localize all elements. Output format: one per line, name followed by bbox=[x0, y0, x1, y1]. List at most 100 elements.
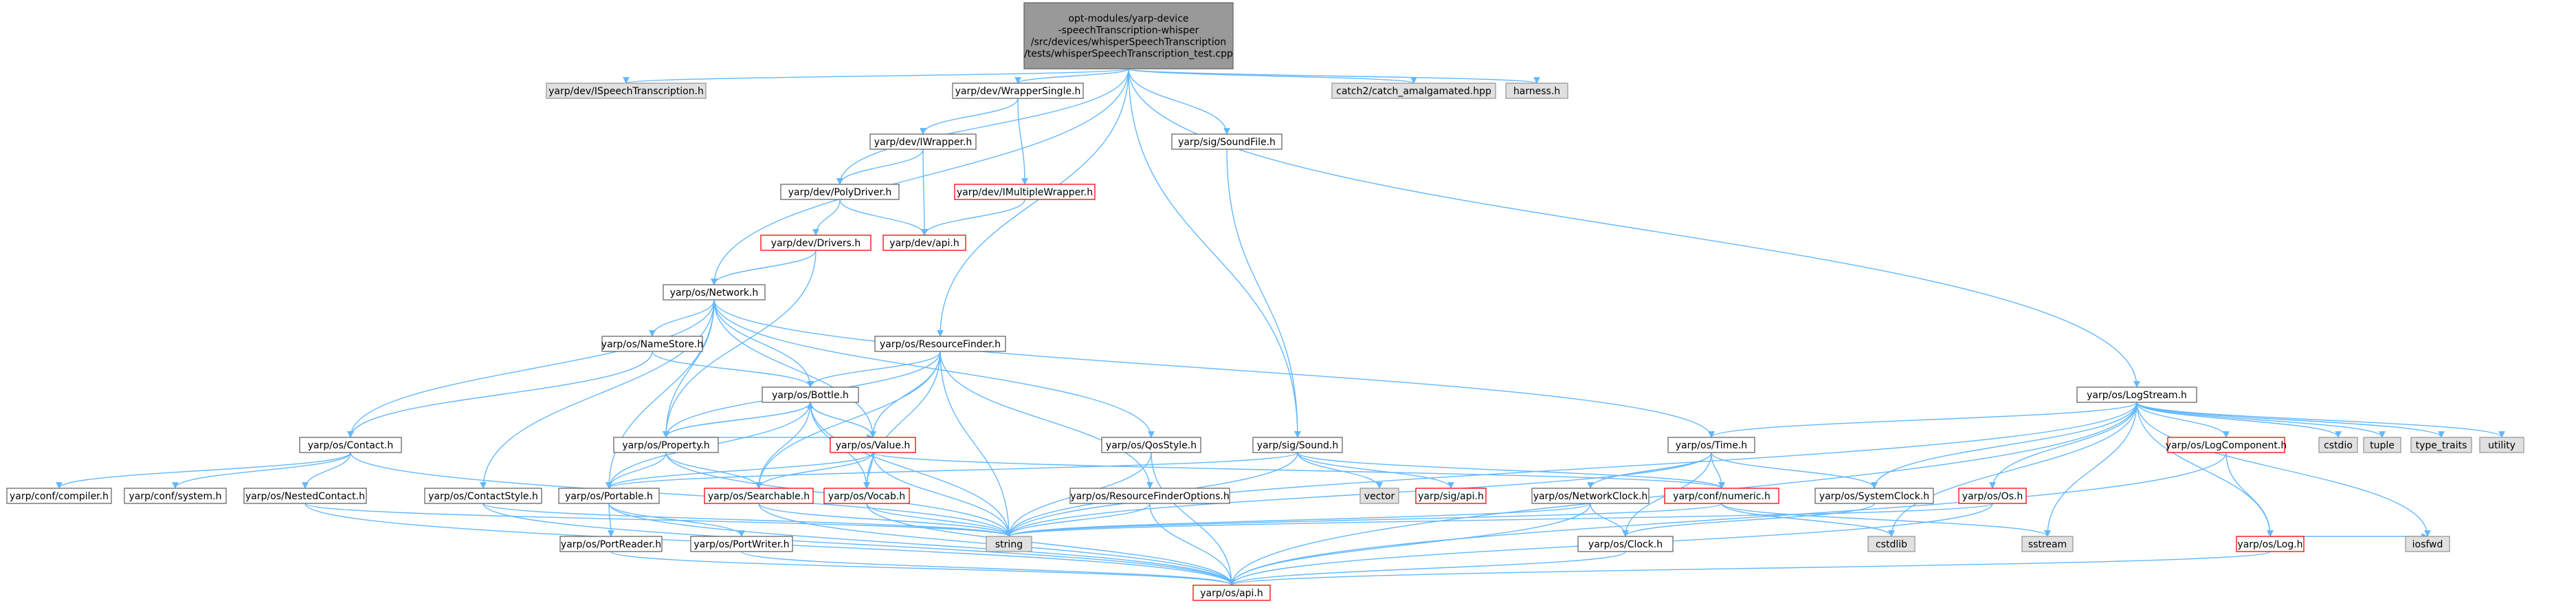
node-logStream[interactable]: yarp/os/LogStream.h bbox=[2076, 386, 2197, 403]
node-iMultiple[interactable]: yarp/dev/IMultipleWrapper.h bbox=[954, 184, 1096, 200]
node-box bbox=[952, 83, 1084, 99]
node-contactStyle[interactable]: yarp/os/ContactStyle.h bbox=[424, 488, 542, 504]
node-compiler[interactable]: yarp/conf/compiler.h bbox=[6, 488, 112, 504]
node-label: yarp/os/Contact.h bbox=[308, 440, 394, 451]
node-vector[interactable]: vector bbox=[1359, 488, 1399, 504]
node-box bbox=[2167, 437, 2285, 453]
node-box bbox=[1505, 83, 1568, 99]
node-systemClock[interactable]: yarp/os/SystemClock.h bbox=[1814, 488, 1934, 504]
node-box bbox=[299, 437, 402, 453]
node-label: -speechTranscription-whisper bbox=[1058, 25, 1199, 36]
node-iosfwd[interactable]: iosfwd bbox=[2405, 536, 2450, 552]
node-networkClock[interactable]: yarp/os/NetworkClock.h bbox=[1531, 488, 1650, 504]
node-cstdio[interactable]: cstdio bbox=[2318, 437, 2358, 453]
include-edge bbox=[663, 250, 817, 438]
include-edge bbox=[1721, 503, 1895, 537]
node-utility[interactable]: utility bbox=[2479, 437, 2524, 453]
node-portReader[interactable]: yarp/os/PortReader.h bbox=[559, 536, 663, 552]
node-iSpeech[interactable]: yarp/dev/ISpeechTranscription.h bbox=[546, 83, 707, 99]
node-label: yarp/os/ContactStyle.h bbox=[428, 491, 538, 502]
node-catch2[interactable]: catch2/catch_amalgamated.hpp bbox=[1331, 83, 1496, 99]
node-iWrapper[interactable]: yarp/dev/IWrapper.h bbox=[869, 133, 977, 150]
include-edge bbox=[1128, 68, 1301, 438]
node-tuple[interactable]: tuple bbox=[2363, 437, 2401, 453]
node-nestedContact[interactable]: yarp/os/NestedContact.h bbox=[243, 488, 367, 504]
node-osLog[interactable]: yarp/os/Log.h bbox=[2236, 536, 2305, 552]
node-vocab[interactable]: yarp/os/Vocab.h bbox=[823, 488, 910, 504]
node-nameStore[interactable]: yarp/os/NameStore.h bbox=[601, 336, 703, 352]
node-contact[interactable]: yarp/os/Contact.h bbox=[299, 437, 402, 453]
node-label: yarp/os/Log.h bbox=[2237, 539, 2302, 550]
include-edge bbox=[1228, 551, 1626, 586]
node-numeric[interactable]: yarp/conf/numeric.h bbox=[1664, 488, 1779, 504]
node-harness[interactable]: harness.h bbox=[1505, 83, 1568, 99]
include-edge bbox=[1711, 452, 1725, 489]
include-edge bbox=[1006, 503, 1993, 537]
node-network[interactable]: yarp/os/Network.h bbox=[663, 284, 766, 301]
node-label: iosfwd bbox=[2412, 539, 2443, 550]
node-box bbox=[954, 184, 1096, 200]
node-typeTraits[interactable]: type_traits bbox=[2410, 437, 2472, 453]
include-edge bbox=[1226, 149, 1301, 438]
node-box bbox=[869, 133, 977, 150]
node-label: yarp/os/PortWriter.h bbox=[693, 539, 789, 550]
node-wrapperSingle[interactable]: yarp/dev/WrapperSingle.h bbox=[952, 83, 1084, 99]
node-box bbox=[760, 235, 871, 251]
include-edge bbox=[807, 351, 941, 388]
include-edge bbox=[1721, 503, 2051, 537]
include-edge bbox=[1017, 98, 1028, 185]
node-box bbox=[243, 488, 367, 504]
node-box bbox=[1171, 133, 1283, 150]
include-edge bbox=[1006, 503, 1591, 537]
node-portWriter[interactable]: yarp/os/PortWriter.h bbox=[690, 536, 793, 552]
node-soundFile[interactable]: yarp/sig/SoundFile.h bbox=[1171, 133, 1283, 150]
node-devApi[interactable]: yarp/dev/api.h bbox=[882, 235, 966, 251]
node-label: yarp/os/PortReader.h bbox=[561, 539, 661, 550]
node-label: yarp/dev/WrapperSingle.h bbox=[955, 86, 1081, 97]
node-sigApi[interactable]: yarp/sig/api.h bbox=[1415, 488, 1487, 504]
node-sstream[interactable]: sstream bbox=[2021, 536, 2074, 552]
node-portable[interactable]: yarp/os/Portable.h bbox=[558, 488, 660, 504]
node-logComponent[interactable]: yarp/os/LogComponent.h bbox=[2166, 437, 2287, 453]
node-label: /src/devices/whisperSpeechTranscription bbox=[1031, 37, 1226, 48]
node-label: yarp/os/SystemClock.h bbox=[1819, 491, 1929, 502]
node-cstdlib[interactable]: cstdlib bbox=[1867, 536, 1916, 552]
node-bottle[interactable]: yarp/os/Bottle.h bbox=[762, 386, 859, 403]
node-sigSound[interactable]: yarp/sig/Sound.h bbox=[1252, 437, 1343, 453]
node-label: type_traits bbox=[2416, 440, 2467, 451]
node-qosStyle[interactable]: yarp/os/QosStyle.h bbox=[1101, 437, 1201, 453]
node-label: yarp/dev/api.h bbox=[889, 238, 959, 249]
node-label: yarp/os/api.h bbox=[1200, 588, 1263, 599]
include-edge bbox=[1708, 402, 2138, 438]
node-label: yarp/sig/SoundFile.h bbox=[1178, 137, 1276, 148]
include-edge bbox=[866, 503, 1012, 537]
node-time[interactable]: yarp/os/Time.h bbox=[1667, 437, 1755, 453]
node-clock[interactable]: yarp/os/Clock.h bbox=[1577, 536, 1674, 552]
node-box bbox=[2410, 437, 2472, 453]
node-osApi[interactable]: yarp/os/api.h bbox=[1192, 585, 1271, 601]
node-polyDriver[interactable]: yarp/dev/PolyDriver.h bbox=[780, 184, 900, 200]
node-label: vector bbox=[1364, 491, 1395, 502]
node-property[interactable]: yarp/os/Property.h bbox=[613, 437, 719, 453]
node-root[interactable]: opt-modules/yarp-device-speechTranscript… bbox=[1023, 2, 1234, 69]
node-string[interactable]: string bbox=[986, 536, 1032, 552]
node-osOs[interactable]: yarp/os/Os.h bbox=[1958, 488, 2027, 504]
node-label: catch2/catch_amalgamated.hpp bbox=[1336, 86, 1491, 97]
include-edge bbox=[56, 452, 351, 489]
node-label: yarp/os/QosStyle.h bbox=[1106, 440, 1197, 451]
node-resourceFinder[interactable]: yarp/os/ResourceFinder.h bbox=[874, 336, 1006, 352]
include-edge bbox=[350, 452, 1012, 537]
node-label: yarp/conf/numeric.h bbox=[1673, 491, 1770, 502]
include-edge bbox=[836, 149, 924, 185]
include-edge bbox=[2136, 402, 2230, 438]
node-drivers[interactable]: yarp/dev/Drivers.h bbox=[760, 235, 871, 251]
include-edge bbox=[1228, 452, 2227, 586]
node-searchable[interactable]: yarp/os/Searchable.h bbox=[704, 488, 814, 504]
node-rfOptions[interactable]: yarp/os/ResourceFinderOptions.h bbox=[1069, 488, 1230, 504]
node-label: yarp/dev/IMultipleWrapper.h bbox=[957, 187, 1093, 198]
node-confSystem[interactable]: yarp/conf/system.h bbox=[124, 488, 227, 504]
node-box bbox=[823, 488, 910, 504]
node-label: yarp/dev/Drivers.h bbox=[771, 238, 860, 249]
node-label: yarp/dev/ISpeechTranscription.h bbox=[548, 86, 704, 97]
node-value[interactable]: yarp/os/Value.h bbox=[830, 437, 916, 453]
